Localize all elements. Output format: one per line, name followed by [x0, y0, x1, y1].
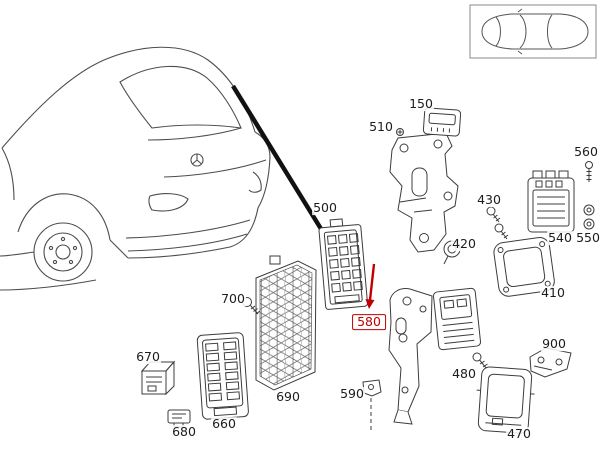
part-label-410[interactable]: 410: [540, 285, 566, 301]
car-rear-sketch: [0, 46, 271, 291]
part-drawing-540: [527, 170, 575, 233]
part-drawing-510: [389, 128, 459, 253]
part-label-560[interactable]: 560: [573, 144, 599, 160]
part-drawing-560: [585, 161, 593, 182]
part-label-550[interactable]: 550: [575, 230, 600, 246]
part-drawing-410: [493, 237, 555, 297]
part-label-660[interactable]: 660: [211, 416, 237, 432]
highlight-arrow: [365, 263, 376, 309]
part-label-700[interactable]: 700: [220, 291, 246, 307]
part-drawing-470: [476, 366, 535, 434]
part-label-690[interactable]: 690: [275, 389, 301, 405]
part-label-670[interactable]: 670: [135, 349, 161, 365]
part-drawing-590: [362, 379, 382, 430]
part-drawing-690: [255, 255, 317, 391]
part-label-900[interactable]: 900: [541, 336, 567, 352]
part-label-430[interactable]: 430: [476, 192, 502, 208]
part-label-150[interactable]: 150: [408, 96, 434, 112]
part-drawing-900: [529, 347, 572, 378]
part-label-680[interactable]: 680: [171, 424, 197, 440]
location-arrow: [231, 84, 333, 248]
part-drawing-500: [318, 218, 369, 310]
part-drawing-150: [422, 107, 462, 137]
part-drawing-430: [486, 206, 509, 240]
part-label-510[interactable]: 510: [368, 119, 394, 135]
part-drawing-control-unit: [432, 287, 482, 351]
part-label-420[interactable]: 420: [451, 236, 477, 252]
part-drawing-550: [583, 204, 595, 230]
part-label-540[interactable]: 540: [547, 230, 573, 246]
part-label-500[interactable]: 500: [312, 200, 338, 216]
part-drawing-660: [196, 332, 249, 420]
part-label-470[interactable]: 470: [506, 426, 532, 442]
car-top-view-inset: [469, 4, 597, 59]
part-label-580-highlighted[interactable]: 580: [352, 314, 386, 330]
part-label-590[interactable]: 590: [339, 386, 365, 402]
part-label-480[interactable]: 480: [451, 366, 477, 382]
part-drawing-670: [140, 360, 176, 396]
part-drawing-580: [388, 288, 433, 425]
